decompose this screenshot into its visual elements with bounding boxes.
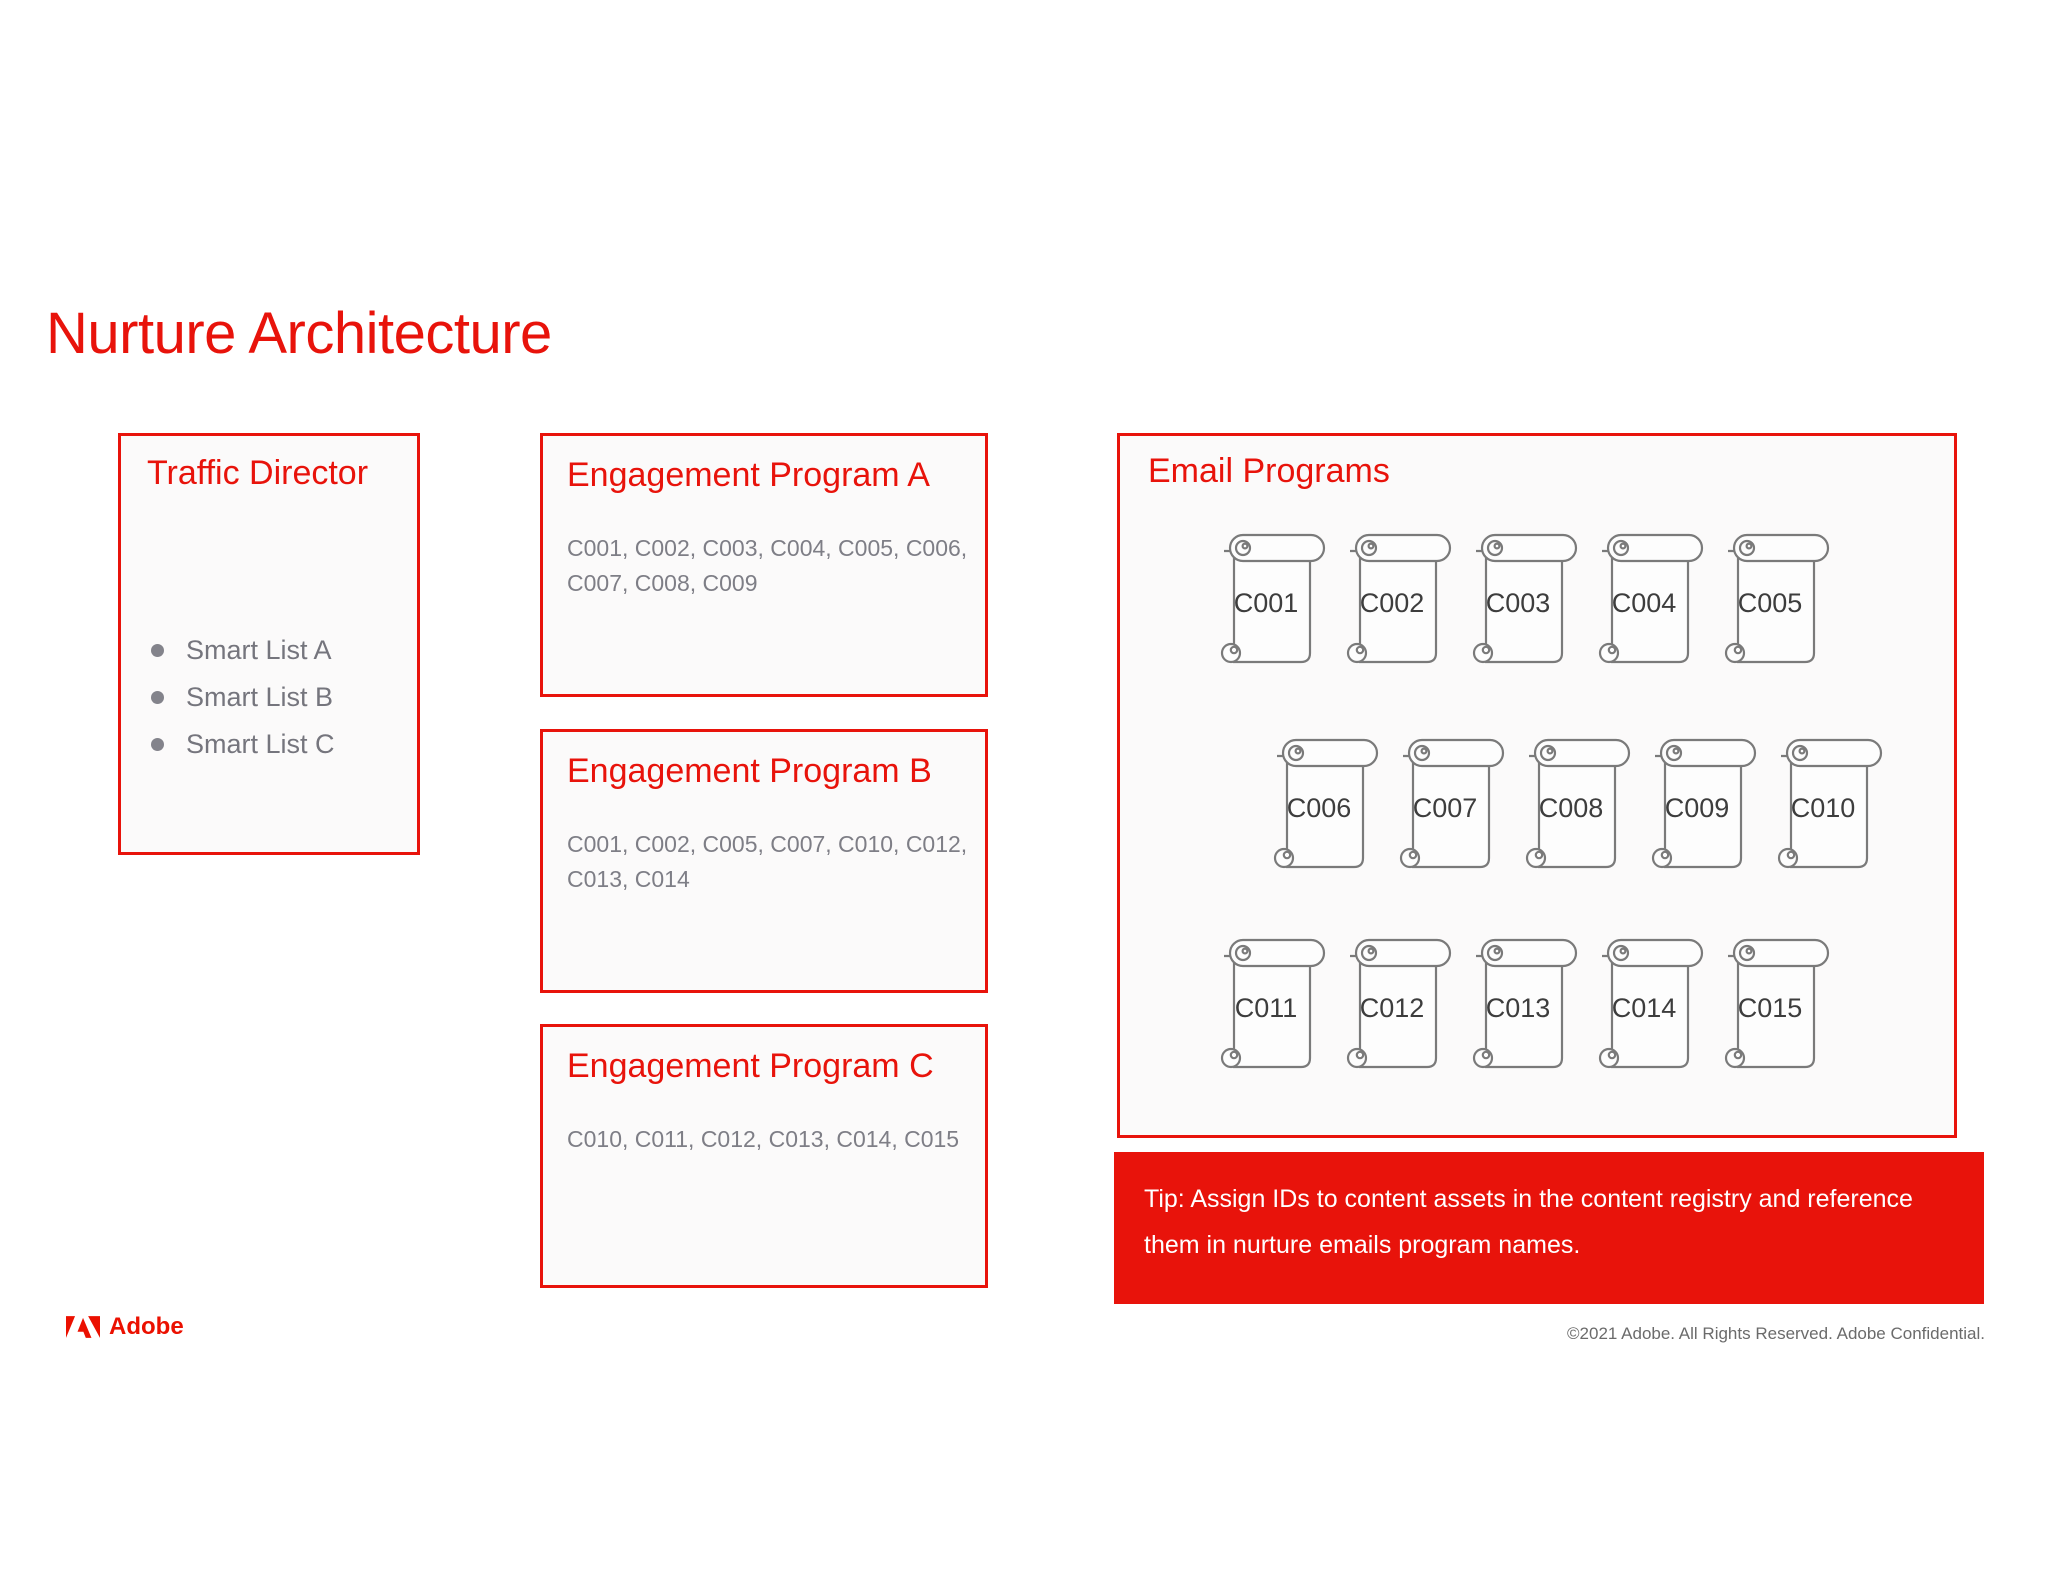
- tip-text: Tip: Assign IDs to content assets in the…: [1144, 1185, 1913, 1260]
- engagement-program-c-title: Engagement Program C: [567, 1047, 934, 1085]
- email-program-scroll: C010: [1775, 736, 1885, 872]
- list-item: Smart List C: [151, 730, 335, 758]
- tip-banner: Tip: Assign IDs to content assets in the…: [1114, 1152, 1984, 1304]
- scroll-icon: [1472, 533, 1578, 664]
- scroll-icon: [1220, 938, 1326, 1069]
- scroll-icon: [1525, 738, 1631, 869]
- email-program-scroll: C006: [1271, 736, 1381, 872]
- bullet-dot-icon: [151, 643, 164, 657]
- scroll-icon: [1346, 533, 1452, 664]
- email-program-scroll: C004: [1596, 531, 1706, 667]
- email-program-scroll: C011: [1218, 936, 1328, 1072]
- smart-list-label: Smart List A: [186, 635, 332, 665]
- scroll-icon: [1777, 738, 1883, 869]
- bullet-dot-icon: [151, 690, 164, 704]
- smart-list: Smart List A Smart List B Smart List C: [151, 636, 335, 777]
- scroll-label: C005: [1737, 588, 1803, 618]
- scroll-label: C009: [1664, 793, 1730, 823]
- scroll-icon: [1724, 533, 1830, 664]
- engagement-program-b-codes: C001, C002, C005, C007, C010, C012, C013…: [567, 831, 968, 892]
- smart-list-label: Smart List C: [186, 729, 335, 759]
- scroll-label: C014: [1611, 993, 1677, 1023]
- email-program-scroll: C008: [1523, 736, 1633, 872]
- scroll-label: C001: [1233, 588, 1299, 618]
- email-program-scroll: C015: [1722, 936, 1832, 1072]
- scroll-label: C012: [1359, 993, 1425, 1023]
- adobe-wordmark: Adobe: [109, 1313, 184, 1340]
- scroll-icon: [1273, 738, 1379, 869]
- email-program-scroll: C009: [1649, 736, 1759, 872]
- email-program-scroll: C012: [1344, 936, 1454, 1072]
- scroll-icon: [1472, 938, 1578, 1069]
- adobe-logo: Adobe: [66, 1312, 184, 1342]
- engagement-program-b-title: Engagement Program B: [567, 752, 932, 790]
- scroll-icon: [1598, 938, 1704, 1069]
- scroll-label: C013: [1485, 993, 1551, 1023]
- adobe-mark-icon: [66, 1316, 100, 1338]
- scroll-icon: [1598, 533, 1704, 664]
- engagement-program-b-box: Engagement Program B C001, C002, C005, C…: [540, 729, 988, 993]
- scroll-label: C006: [1286, 793, 1352, 823]
- engagement-program-a-codes: C001, C002, C003, C004, C005, C006, C007…: [567, 535, 968, 596]
- traffic-director-box: Traffic Director Smart List A Smart List…: [118, 433, 420, 855]
- smart-list-label: Smart List B: [186, 682, 334, 712]
- email-program-scroll: C014: [1596, 936, 1706, 1072]
- email-program-scroll: C005: [1722, 531, 1832, 667]
- scroll-label: C010: [1790, 793, 1856, 823]
- email-program-scroll: C007: [1397, 736, 1507, 872]
- scroll-label: C002: [1359, 588, 1425, 618]
- scroll-icon: [1399, 738, 1505, 869]
- page-title: Nurture Architecture: [46, 301, 552, 366]
- engagement-program-c-codes: C010, C011, C012, C013, C014, C015: [567, 1126, 960, 1152]
- scroll-icon: [1220, 533, 1326, 664]
- scroll-icon: [1724, 938, 1830, 1069]
- bullet-dot-icon: [151, 737, 164, 751]
- scroll-label: C004: [1611, 588, 1677, 618]
- scroll-label: C007: [1412, 793, 1478, 823]
- email-program-scroll: C001: [1218, 531, 1328, 667]
- scroll-label: C011: [1234, 993, 1298, 1023]
- list-item: Smart List B: [151, 683, 335, 711]
- scroll-label: C008: [1538, 793, 1604, 823]
- email-program-scroll: C013: [1470, 936, 1580, 1072]
- email-programs-title: Email Programs: [1148, 452, 1390, 490]
- list-item: Smart List A: [151, 636, 335, 664]
- engagement-program-c-box: Engagement Program C C010, C011, C012, C…: [540, 1024, 988, 1288]
- email-program-scroll: C002: [1344, 531, 1454, 667]
- engagement-program-a-title: Engagement Program A: [567, 456, 930, 494]
- scroll-icon: [1651, 738, 1757, 869]
- copyright-text: ©2021 Adobe. All Rights Reserved. Adobe …: [1567, 1324, 1985, 1343]
- scroll-label: C015: [1737, 993, 1803, 1023]
- scroll-label: C003: [1485, 588, 1551, 618]
- traffic-director-title: Traffic Director: [147, 454, 369, 492]
- engagement-program-a-box: Engagement Program A C001, C002, C003, C…: [540, 433, 988, 697]
- scroll-icon: [1346, 938, 1452, 1069]
- email-program-scroll: C003: [1470, 531, 1580, 667]
